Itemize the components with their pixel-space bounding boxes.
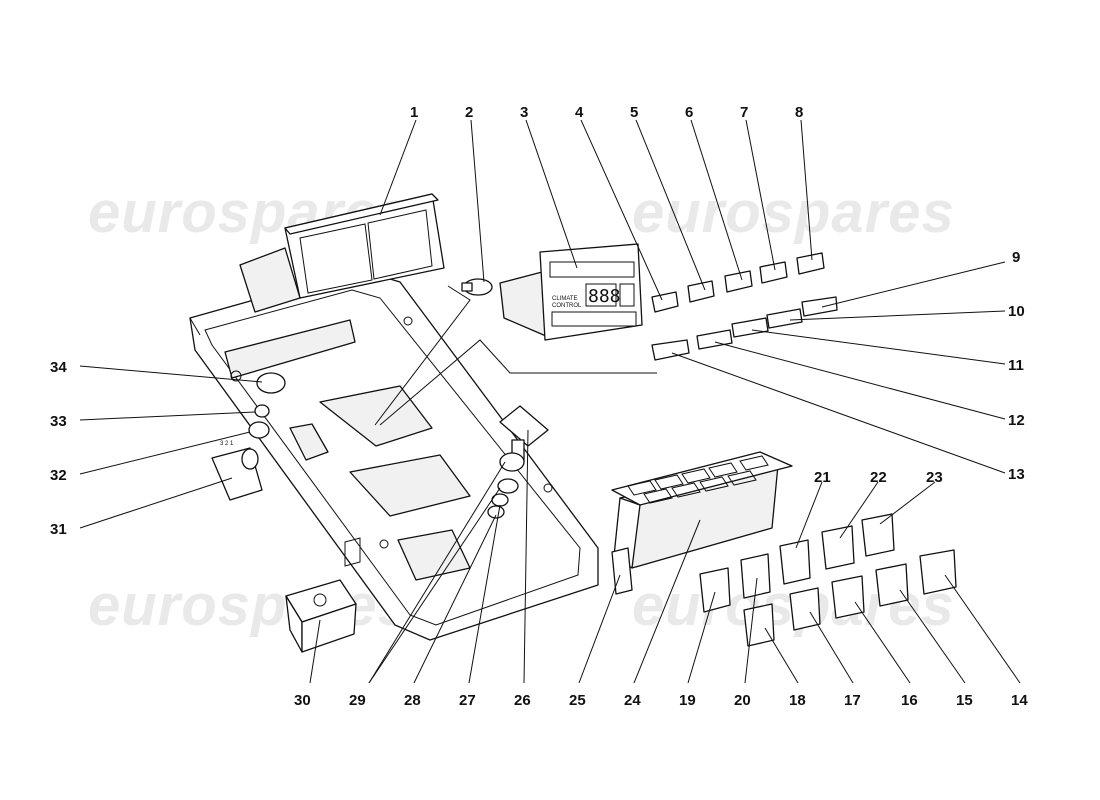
callout-12: 12 bbox=[1008, 412, 1025, 429]
callout-29: 29 bbox=[349, 692, 366, 709]
callout-34: 34 bbox=[50, 359, 67, 376]
callout-7: 7 bbox=[740, 104, 748, 121]
panel-control-label: CONTROL bbox=[552, 303, 582, 309]
panel-climate-label: CLIMATE bbox=[552, 296, 578, 302]
watermark-bottom-left: eurospares bbox=[88, 573, 411, 638]
callout-16: 16 bbox=[901, 692, 918, 709]
rocker-switches bbox=[699, 513, 957, 647]
callout-26: 26 bbox=[514, 692, 531, 709]
callout-14: 14 bbox=[1011, 692, 1028, 709]
callout-4: 4 bbox=[575, 104, 584, 121]
callout-15: 15 bbox=[956, 692, 973, 709]
callout-30: 30 bbox=[294, 692, 311, 709]
callout-3: 3 bbox=[520, 104, 528, 121]
callouts: 1 2 3 4 5 6 7 8 9 10 11 12 13 14 15 16 1… bbox=[50, 104, 1028, 709]
selector-positions: 3 2 1 bbox=[220, 441, 234, 447]
callout-23: 23 bbox=[926, 469, 943, 486]
callout-20: 20 bbox=[734, 692, 751, 709]
callout-19: 19 bbox=[679, 692, 696, 709]
callout-28: 28 bbox=[404, 692, 421, 709]
leader-lines bbox=[79, 119, 1021, 684]
callout-8: 8 bbox=[795, 104, 803, 121]
knob-assembly bbox=[487, 405, 549, 519]
watermark-top-right: eurospares bbox=[632, 180, 955, 245]
switch-block bbox=[611, 451, 793, 595]
selector-assembly: 3 2 1 bbox=[211, 372, 286, 501]
callout-33: 33 bbox=[50, 413, 67, 430]
callout-18: 18 bbox=[789, 692, 806, 709]
bulb bbox=[461, 278, 493, 296]
callout-2: 2 bbox=[465, 104, 473, 121]
panel-display: 888 bbox=[588, 286, 621, 307]
callout-17: 17 bbox=[844, 692, 861, 709]
callout-1: 1 bbox=[410, 104, 418, 121]
callout-22: 22 bbox=[870, 469, 887, 486]
callout-5: 5 bbox=[630, 104, 638, 121]
callout-25: 25 bbox=[569, 692, 586, 709]
callout-24: 24 bbox=[624, 692, 641, 709]
callout-9: 9 bbox=[1012, 249, 1020, 266]
console-frame bbox=[189, 269, 599, 641]
callout-27: 27 bbox=[459, 692, 476, 709]
mirror-switch bbox=[285, 579, 357, 653]
callout-32: 32 bbox=[50, 467, 67, 484]
callout-6: 6 bbox=[685, 104, 693, 121]
callout-21: 21 bbox=[814, 469, 831, 486]
small-switches bbox=[651, 252, 838, 361]
callout-13: 13 bbox=[1008, 466, 1025, 483]
callout-11: 11 bbox=[1008, 357, 1024, 374]
callout-31: 31 bbox=[50, 521, 67, 538]
climate-control-panel: CLIMATE CONTROL 888 bbox=[499, 243, 643, 341]
storage-tray bbox=[239, 193, 445, 313]
callout-10: 10 bbox=[1008, 303, 1025, 320]
